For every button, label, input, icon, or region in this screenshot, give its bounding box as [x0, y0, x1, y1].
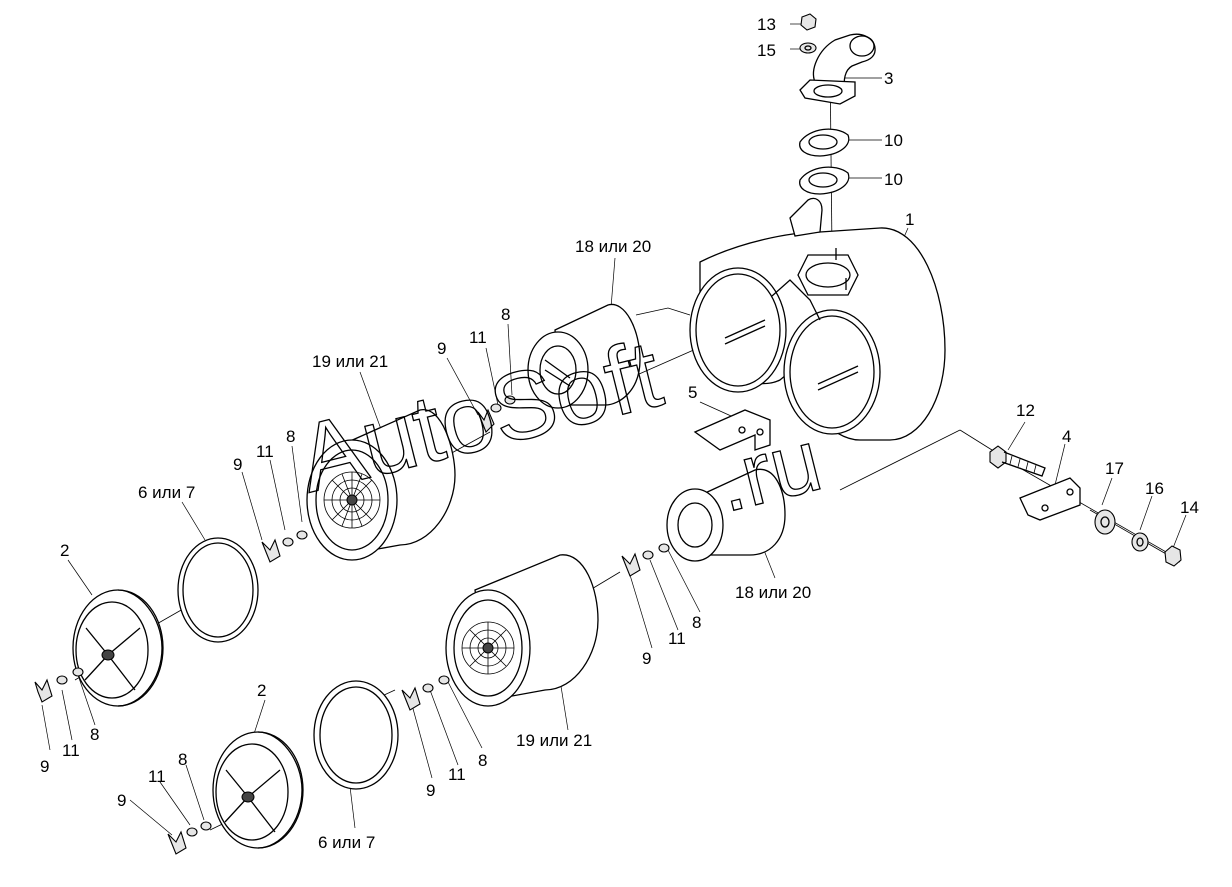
label-9-e: 9: [426, 781, 435, 800]
label-19-21-upper: 19 или 21: [312, 352, 388, 371]
label-16: 16: [1145, 479, 1164, 498]
nut-14: [1164, 545, 1182, 567]
hardware-lower-right: [621, 543, 670, 577]
hardware-cover-upper: [34, 667, 84, 703]
label-6-7-lower: 6 или 7: [318, 833, 375, 852]
label-11-e: 11: [448, 765, 466, 784]
filter-19-21-lower: [445, 554, 599, 707]
label-9-f: 9: [117, 791, 126, 810]
label-9-a: 9: [437, 339, 446, 358]
ring-6-7-upper: [177, 537, 259, 643]
label-8-e: 8: [478, 751, 487, 770]
label-2-lower: 2: [257, 681, 266, 700]
label-8-f: 8: [178, 750, 187, 769]
filter-19-21-upper: [306, 409, 456, 561]
label-13: 13: [757, 15, 776, 34]
filter-18-20-upper: [527, 303, 641, 409]
washer-15: [799, 42, 817, 54]
ring-6-7-lower: [313, 680, 399, 790]
watermark-line1: AutoSoft: [288, 320, 671, 513]
gasket-10-upper: [799, 128, 850, 157]
label-14: 14: [1180, 498, 1199, 517]
label-11-b: 11: [256, 442, 274, 461]
cover-2-upper: [72, 589, 164, 707]
washer-16: [1131, 532, 1149, 552]
housing-1: [689, 197, 946, 441]
label-9-d: 9: [642, 649, 651, 668]
label-10-upper: 10: [884, 131, 903, 150]
hardware-upper-left: [261, 530, 308, 563]
label-8-d: 8: [692, 613, 701, 632]
label-15: 15: [757, 41, 776, 60]
label-8-b: 8: [286, 427, 295, 446]
label-3: 3: [884, 69, 893, 88]
gasket-10-lower: [799, 166, 850, 195]
elbow-pipe-3: [799, 33, 876, 105]
filter-18-20-lower: [666, 468, 786, 562]
label-11-c: 11: [62, 741, 80, 760]
label-1: 1: [905, 210, 914, 229]
label-11-d: 11: [668, 629, 686, 648]
label-11-a: 11: [469, 328, 487, 347]
washer-17: [1094, 509, 1116, 535]
bolt-12: [989, 445, 1046, 477]
label-17: 17: [1105, 459, 1124, 478]
label-8-a: 8: [501, 305, 510, 324]
label-18-20-lower: 18 или 20: [735, 583, 811, 602]
hardware-lower-left: [401, 675, 450, 711]
label-19-21-lower: 19 или 21: [516, 731, 592, 750]
label-6-7-upper: 6 или 7: [138, 483, 195, 502]
bracket-4: [1019, 477, 1081, 521]
cover-2-lower: [212, 731, 304, 849]
nut-13: [800, 13, 817, 31]
hardware-upper-right: [477, 395, 516, 433]
label-11-f: 11: [148, 767, 166, 786]
hardware-cover-lower: [167, 821, 212, 855]
label-4: 4: [1062, 427, 1071, 446]
bracket-5: [693, 409, 771, 451]
label-12: 12: [1016, 401, 1035, 420]
label-18-20-upper: 18 или 20: [575, 237, 651, 256]
label-9-c: 9: [40, 757, 49, 776]
label-2-upper: 2: [60, 541, 69, 560]
label-8-c: 8: [90, 725, 99, 744]
label-9-b: 9: [233, 455, 242, 474]
part-labels: 13 15 3 10 10 1 18 или 20 19 или 21 8 11…: [40, 15, 1199, 852]
label-5: 5: [688, 383, 697, 402]
label-10-lower: 10: [884, 170, 903, 189]
